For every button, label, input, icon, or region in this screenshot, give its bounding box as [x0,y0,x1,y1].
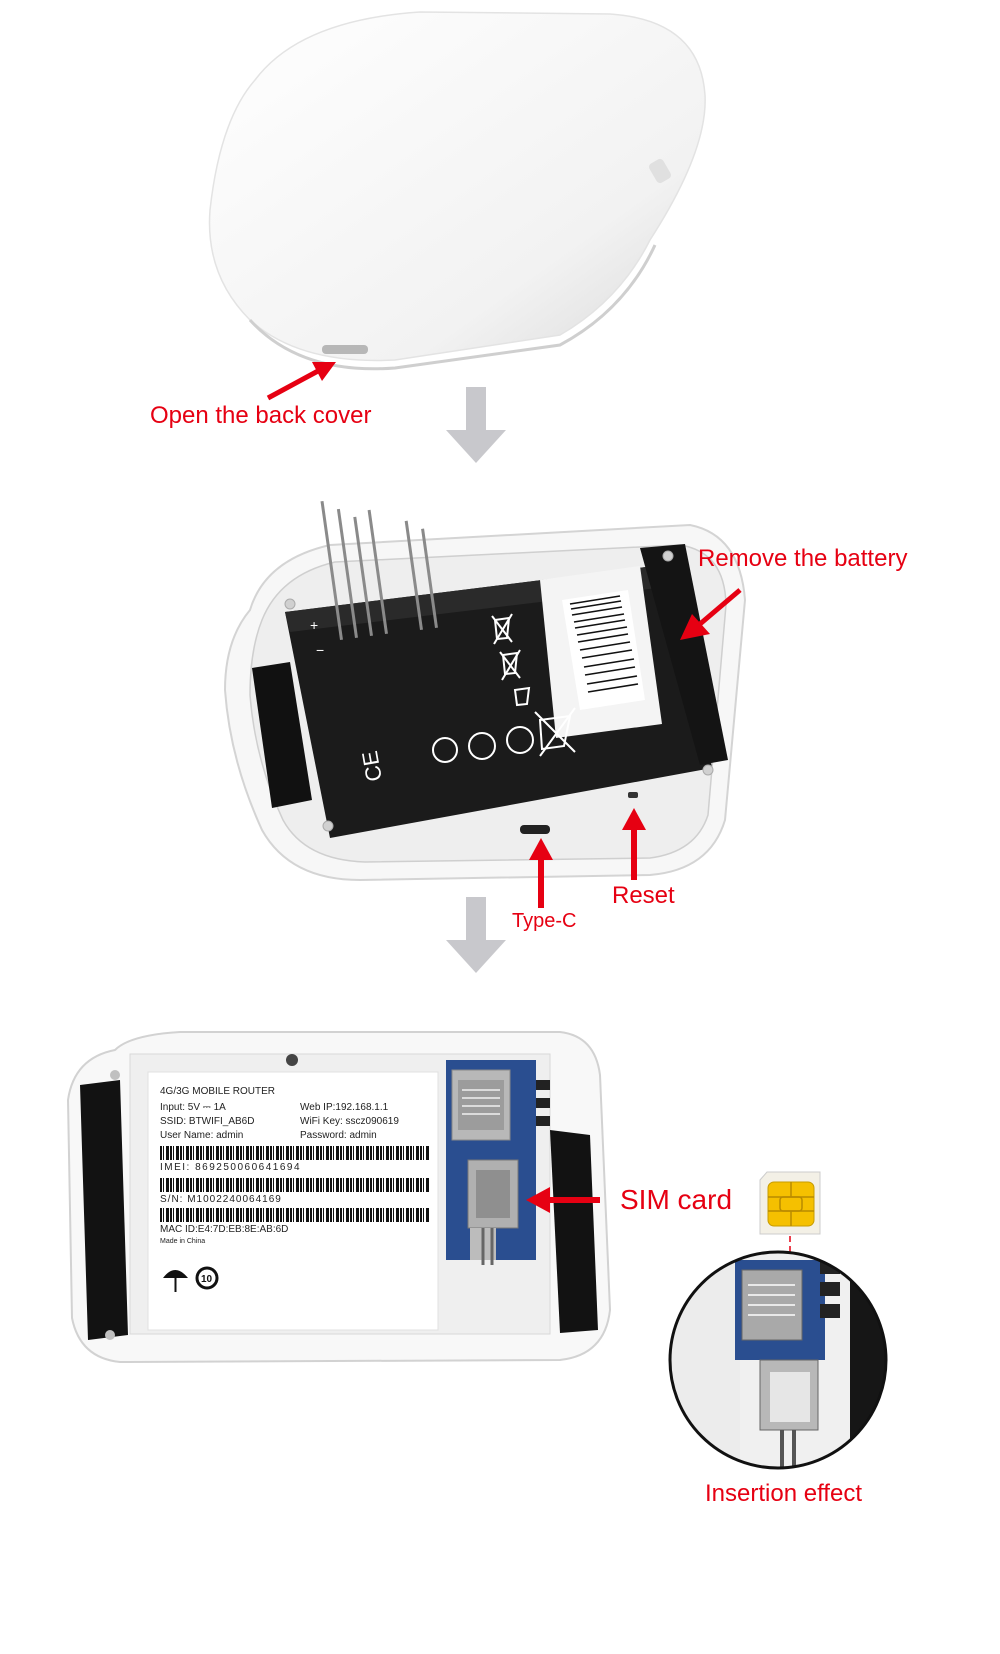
svg-text:+: + [310,617,318,633]
arrow-open-cover [266,362,336,401]
sticker-ssid: SSID: BTWIFI_AB6D [160,1116,255,1127]
down-arrow-1 [446,387,506,463]
router-sticker: 4G/3G MOBILE ROUTER Input: 5V ⎓ 1A Web I… [160,1080,440,1245]
imei-barcode [160,1146,430,1160]
sticker-web-ip: Web IP:192.168.1.1 [300,1102,389,1113]
remove-battery-label: Remove the battery [698,545,908,572]
recycle-10-icon: 10 [195,1266,219,1290]
umbrella-icon [163,1270,188,1292]
mac-barcode [160,1208,430,1222]
type-c-label: Type-C [512,910,577,932]
sticker-made-in: Made in China [160,1238,206,1245]
sn-barcode [160,1178,430,1192]
closed-router-image [208,11,706,371]
sticker-sn: S/N: M1002240064169 [160,1194,282,1205]
sticker-input: Input: 5V ⎓ 1A [160,1102,226,1113]
open-back-cover-label: Open the back cover [150,402,372,429]
open-router-battery-image: CE + − [223,500,747,882]
sticker-user-name: User Name: admin [160,1130,244,1141]
down-arrow-2 [446,897,506,973]
svg-text:CE: CE [357,749,387,783]
sim-card-label: SIM card [620,1184,733,1215]
arrow-reset [622,808,646,880]
notch [322,345,368,354]
insertion-effect-label: Insertion effect [705,1480,862,1507]
router-sim-slot-image: 10 [66,1031,612,1364]
arrow-type-c [529,838,553,908]
sticker-password: Password: admin [300,1130,377,1141]
svg-text:−: − [316,642,324,658]
type-c-port [520,825,550,834]
arrow-sim-card [526,1187,600,1213]
sticker-mac: MAC ID:E4:7D:EB:8E:AB:6D [160,1224,289,1235]
reset-hole [628,792,638,798]
reset-label: Reset [612,882,675,909]
battery-barcode [562,590,645,710]
sticker-imei: IMEI: 869250060641694 [160,1162,302,1173]
sim-card-icon [759,1171,821,1235]
insertion-magnifier-image [668,1250,888,1470]
sticker-title: 4G/3G MOBILE ROUTER [160,1086,276,1097]
sticker-wifi-key: WiFi Key: sscz090619 [300,1116,399,1127]
arrow-remove-battery [680,588,742,640]
svg-text:10: 10 [201,1274,213,1285]
